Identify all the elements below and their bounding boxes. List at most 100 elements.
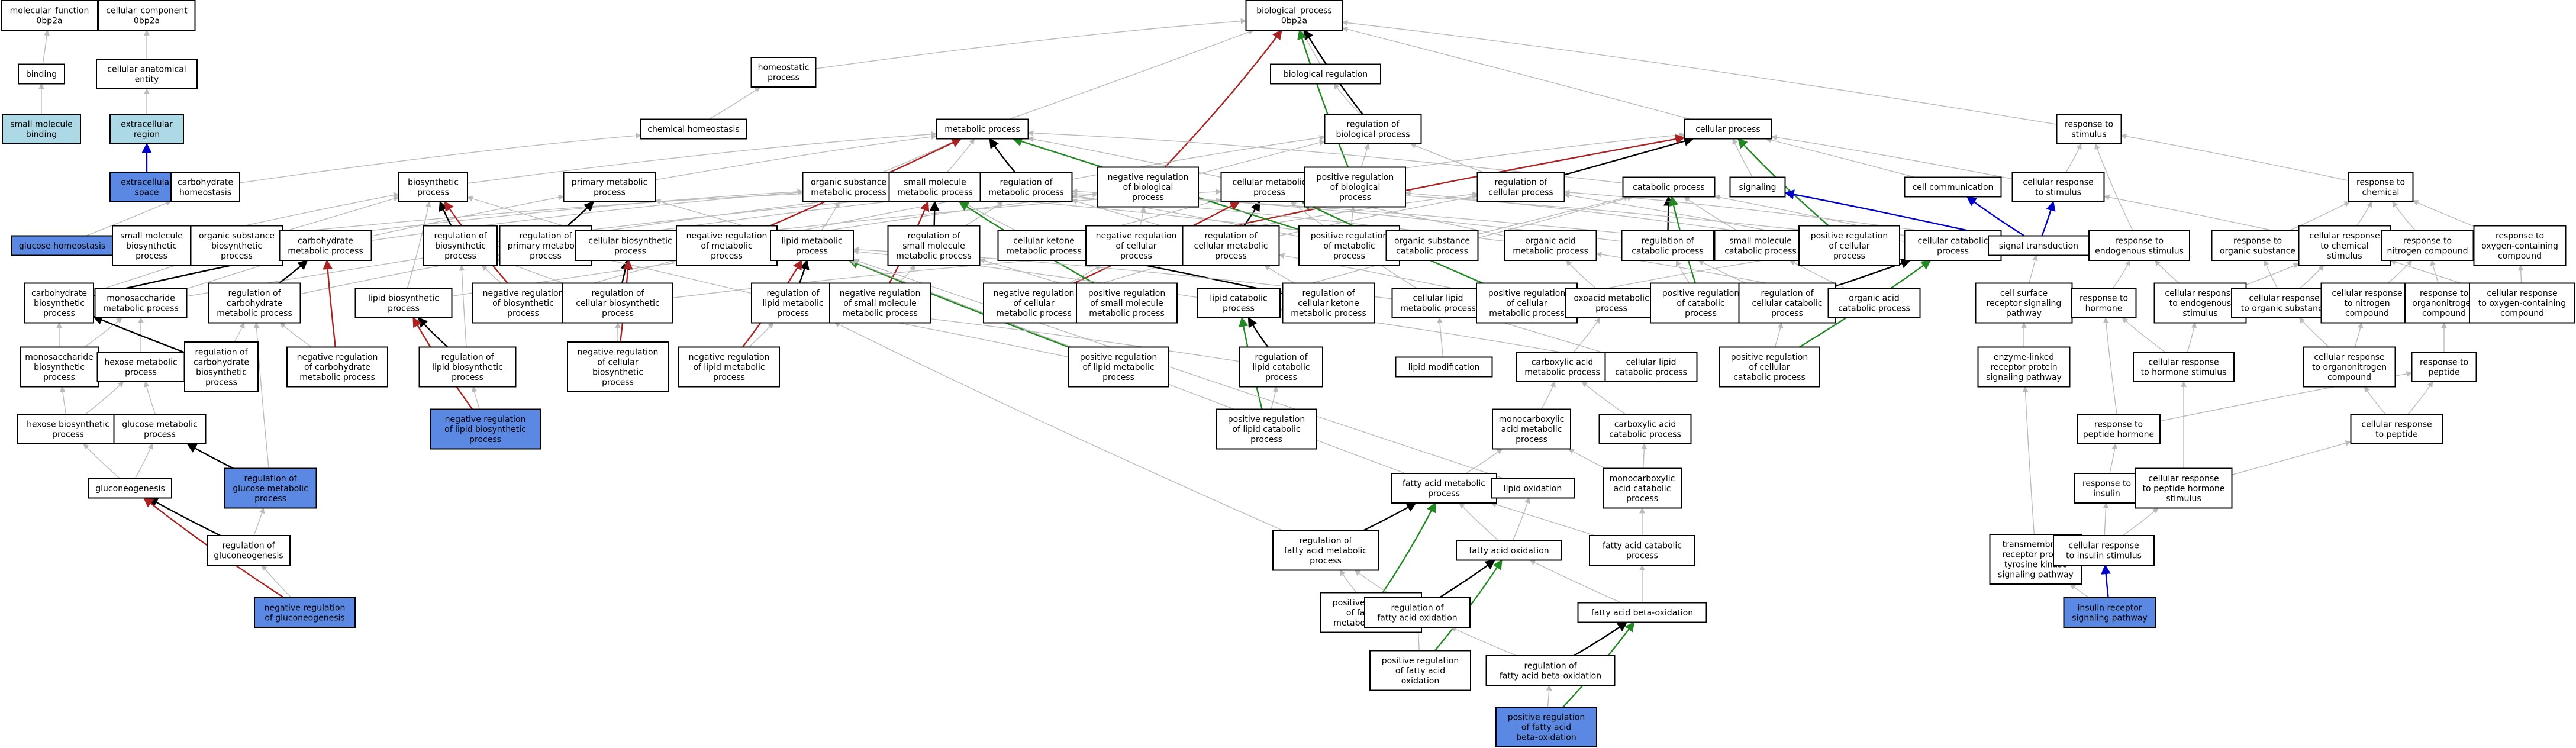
- go-term-node-cellproc[interactable]: cellular process: [1684, 118, 1772, 140]
- go-term-node-glchomeo[interactable]: glucose homeostasis: [11, 235, 113, 256]
- go-term-node-fattybetaox[interactable]: fatty acid beta-oxidation: [1577, 602, 1707, 623]
- go-term-node-regcarbbio[interactable]: regulation ofcarbohydratebiosyntheticpro…: [184, 341, 259, 392]
- go-term-node-catab[interactable]: catabolic process: [1622, 176, 1716, 198]
- go-term-node-lipidox[interactable]: lipid oxidation: [1491, 478, 1575, 499]
- go-term-node-cellcomm[interactable]: cell communication: [1904, 176, 2002, 198]
- go-term-node-binding[interactable]: binding: [18, 63, 65, 85]
- go-term-node-sigtrans[interactable]: signal transduction: [1988, 235, 2090, 256]
- go-term-node-chemhomeo[interactable]: chemical homeostasis: [640, 118, 747, 140]
- go-term-node-fattyacidox[interactable]: fatty acid oxidation: [1456, 540, 1562, 561]
- go-term-node-metab[interactable]: metabolic process: [936, 118, 1029, 140]
